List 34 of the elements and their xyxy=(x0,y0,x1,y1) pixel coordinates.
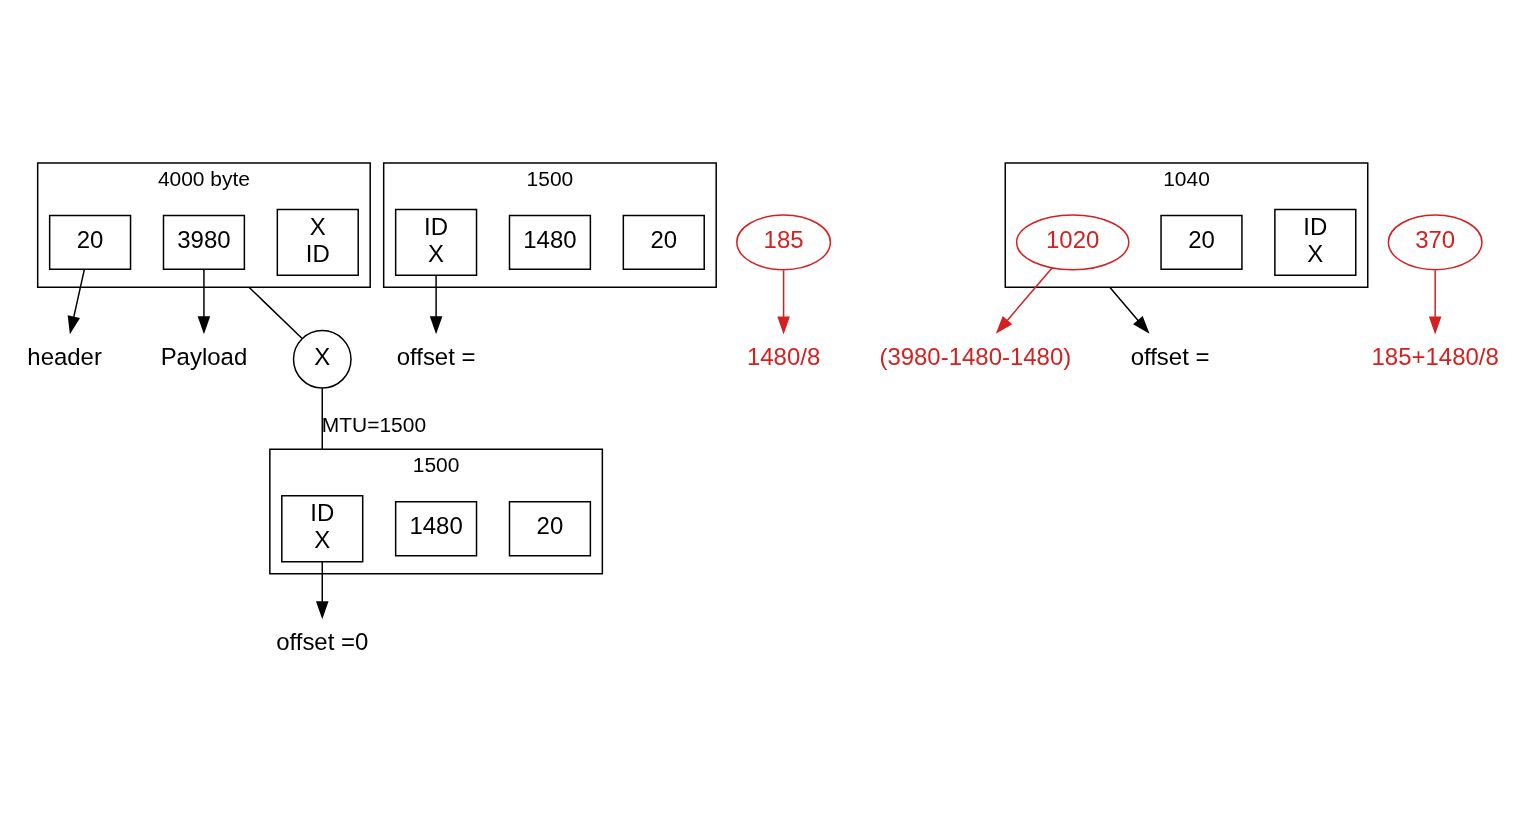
node-box: 20 xyxy=(622,214,705,271)
node-text: (3980-1480-1480) xyxy=(879,343,1072,371)
node-box: ID X xyxy=(281,495,364,563)
node-box: ID X xyxy=(394,208,478,277)
connector xyxy=(321,387,323,451)
arrow xyxy=(315,561,329,620)
arrow xyxy=(429,274,443,335)
arrow xyxy=(197,268,211,335)
node-box: 20 xyxy=(1160,214,1243,271)
arrow xyxy=(777,269,790,335)
arrow xyxy=(1109,286,1150,334)
node-ellipse: 185 xyxy=(736,214,832,271)
connector xyxy=(248,286,303,340)
node-box: ID X xyxy=(1274,208,1357,277)
node-text: Payload xyxy=(160,343,248,371)
node-box: 3980 xyxy=(162,214,246,271)
node-ellipse: 1020 xyxy=(1015,214,1130,271)
node-box: 20 xyxy=(48,214,132,271)
edge-label: MTU=1500 xyxy=(321,412,427,436)
node-box: 1480 xyxy=(394,501,478,557)
node-text: offset = xyxy=(396,343,476,371)
node-text: offset = xyxy=(1130,343,1210,371)
node-circle: X xyxy=(292,329,352,389)
node-text: offset =0 xyxy=(276,627,369,655)
arrow xyxy=(1428,269,1442,335)
arrow xyxy=(995,267,1053,334)
node-ellipse: 370 xyxy=(1387,214,1483,271)
node-text: header xyxy=(27,343,102,371)
arrow xyxy=(67,268,86,335)
node-box: 20 xyxy=(508,501,592,557)
node-box: 1480 xyxy=(508,214,592,271)
node-text: 185+1480/8 xyxy=(1371,343,1499,371)
node-box: X ID xyxy=(276,208,359,277)
node-text: 1480/8 xyxy=(746,343,821,371)
